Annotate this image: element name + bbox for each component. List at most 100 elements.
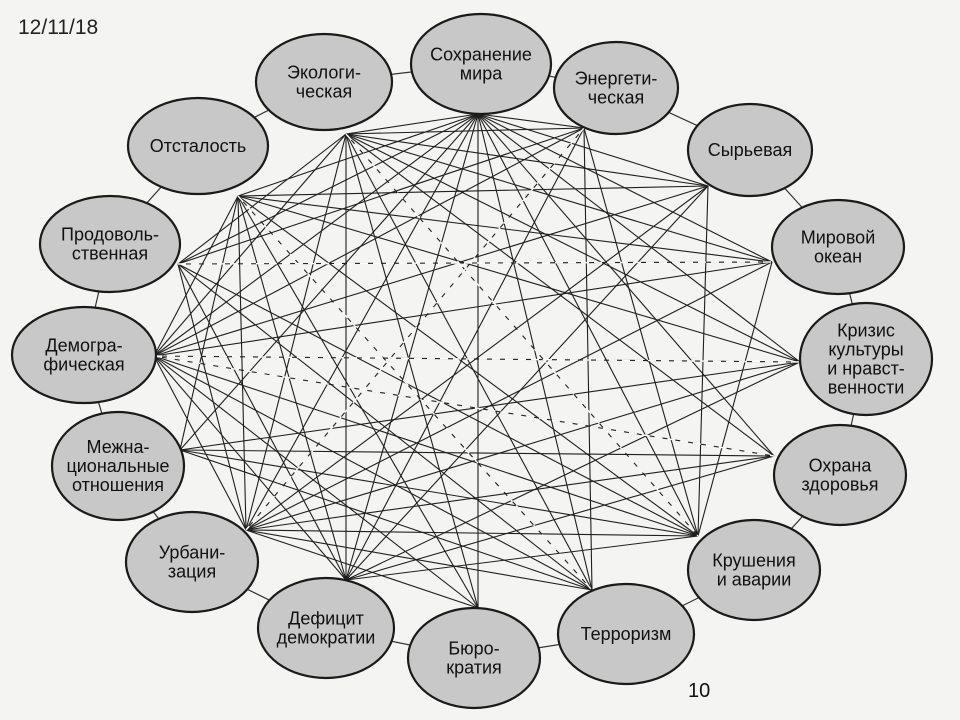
node-label-peace-1: мира bbox=[460, 64, 503, 84]
node-label-eco-1: ческая bbox=[296, 82, 352, 102]
node-label-energy-1: ческая bbox=[588, 88, 644, 108]
edge-ocean-crashes bbox=[697, 261, 773, 537]
edge-urban-demo bbox=[153, 355, 247, 531]
edge-crashes-ethnic bbox=[179, 449, 699, 537]
slide-date: 12/11/18 bbox=[18, 16, 99, 39]
edge-eco-ocean bbox=[345, 133, 773, 263]
edge-health-urban bbox=[245, 455, 775, 531]
page-number: 10 bbox=[688, 680, 711, 702]
node-label-culture-2: и нравст- bbox=[827, 359, 905, 379]
edge-culture-urban bbox=[245, 361, 801, 531]
edge-eco-energy bbox=[345, 127, 585, 135]
edge-terror-demo bbox=[153, 355, 593, 591]
edge-democracy-food bbox=[177, 263, 347, 581]
node-ellipse-peace bbox=[409, 12, 553, 116]
dashed-edge-demo-culture bbox=[153, 355, 801, 363]
edge-terror-urban bbox=[245, 529, 593, 591]
node-label-democracy-0: Дефицит bbox=[288, 609, 364, 629]
node-ellipse-demo bbox=[10, 305, 158, 405]
node-label-ocean-1: океан bbox=[814, 247, 862, 267]
edge-culture-ethnic bbox=[179, 361, 801, 451]
edge-eco-health bbox=[345, 133, 775, 457]
edge-energy-crashes bbox=[583, 127, 699, 537]
edge-peace-backward bbox=[237, 113, 479, 197]
edge-backward-urban bbox=[237, 195, 247, 531]
node-ellipse-terror bbox=[556, 582, 696, 686]
dashed-edges-layer bbox=[153, 127, 801, 591]
node-ellipse-ethnic bbox=[50, 410, 186, 522]
edge-ocean-food bbox=[177, 261, 773, 265]
edge-energy-terror bbox=[583, 127, 593, 591]
node-label-urban-0: Урбани- bbox=[159, 543, 226, 563]
edge-peace-ethnic bbox=[179, 113, 479, 451]
node-urban: Урбани-зация bbox=[124, 510, 260, 614]
node-ellipse-democracy bbox=[256, 576, 396, 680]
node-label-crashes-1: и аварии bbox=[717, 570, 792, 590]
edge-eco-bureau bbox=[345, 133, 479, 609]
edge-urban-food bbox=[177, 263, 247, 531]
edge-energy-demo bbox=[153, 127, 585, 357]
node-ellipse-food bbox=[38, 194, 182, 294]
node-label-culture-0: Кризис bbox=[837, 321, 895, 341]
node-ellipse-energy bbox=[552, 40, 680, 136]
edge-ocean-urban bbox=[245, 261, 773, 531]
node-terror: Терроризм bbox=[556, 582, 696, 686]
node-label-demo-1: фическая bbox=[43, 355, 124, 375]
node-ellipse-culture bbox=[798, 301, 934, 417]
node-ellipse-backward bbox=[126, 96, 270, 196]
dashed-edge-backward-terror bbox=[237, 195, 593, 591]
edge-crashes-food bbox=[177, 263, 699, 537]
edge-eco-raw bbox=[345, 133, 709, 187]
edge-backward-crashes bbox=[237, 195, 699, 537]
edge-peace-crashes bbox=[477, 113, 699, 537]
node-label-eco-0: Экологи- bbox=[287, 63, 361, 83]
node-ellipse-urban bbox=[124, 510, 260, 614]
node-label-health-1: здоровья bbox=[801, 475, 878, 495]
node-label-health-0: Охрана bbox=[809, 456, 873, 476]
dashed-edge-energy-urban bbox=[245, 127, 585, 531]
edge-raw-democracy bbox=[345, 185, 709, 581]
node-label-bureau-1: кратия bbox=[446, 658, 502, 678]
edge-backward-culture bbox=[237, 195, 801, 363]
node-backward: Отсталость bbox=[126, 96, 270, 196]
node-label-food-1: ственная bbox=[72, 244, 148, 264]
edge-peace-demo bbox=[153, 113, 479, 357]
edge-eco-terror bbox=[345, 133, 593, 591]
node-ellipse-health bbox=[772, 423, 908, 527]
edge-crashes-urban bbox=[245, 529, 699, 537]
node-bureau: Бюро-кратия bbox=[406, 606, 542, 710]
edge-ocean-demo bbox=[153, 261, 773, 357]
node-label-culture-3: венности bbox=[828, 378, 905, 398]
edge-backward-raw bbox=[237, 185, 709, 197]
edge-raw-demo bbox=[153, 185, 709, 357]
node-label-ocean-0: Мировой bbox=[801, 228, 876, 248]
edge-health-ethnic bbox=[179, 449, 775, 457]
dashed-edge-food-ocean bbox=[177, 261, 773, 265]
node-label-culture-1: культуры bbox=[828, 340, 903, 360]
edge-raw-urban bbox=[245, 185, 709, 531]
dashed-edge-demo-health bbox=[153, 355, 775, 457]
node-ellipse-eco bbox=[254, 32, 394, 132]
edge-terror-ethnic bbox=[179, 449, 593, 591]
edge-eco-culture bbox=[345, 133, 801, 363]
node-ellipse-raw bbox=[686, 102, 814, 198]
node-eco: Экологи-ческая bbox=[254, 32, 394, 132]
node-label-urban-1: зация bbox=[168, 562, 216, 582]
edge-democracy-demo bbox=[153, 355, 347, 581]
node-label-food-0: Продоволь- bbox=[61, 225, 159, 245]
node-ellipse-crashes bbox=[686, 518, 822, 622]
node-label-crashes-0: Крушения bbox=[712, 551, 796, 571]
edge-peace-energy bbox=[477, 113, 585, 129]
node-label-raw-0: Сырьевая bbox=[708, 140, 792, 160]
dashed-edge-eco-crashes bbox=[345, 133, 699, 537]
